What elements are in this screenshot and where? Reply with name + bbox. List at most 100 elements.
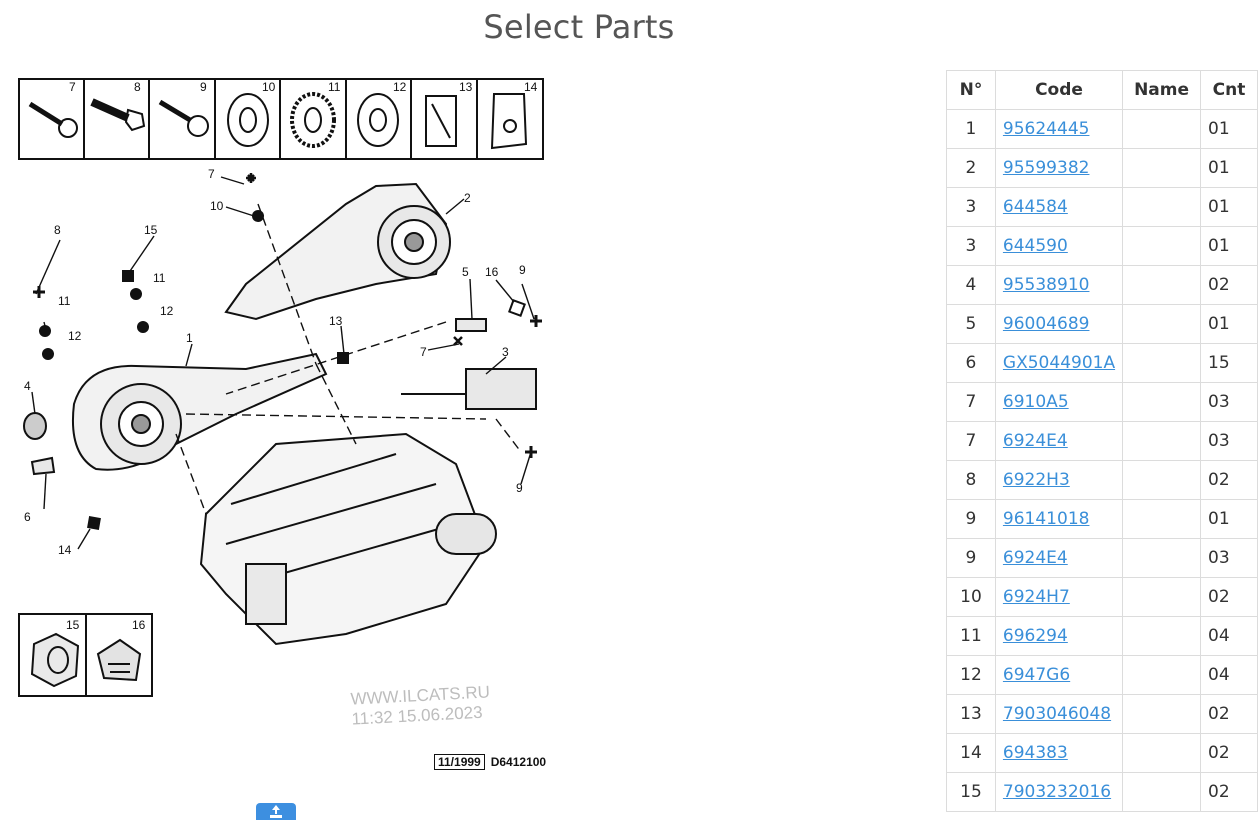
part-number: 6 xyxy=(946,343,996,383)
header-cnt: Cnt xyxy=(1200,70,1258,110)
part-code-cell[interactable]: GX5044901A xyxy=(994,343,1124,383)
part-code-link[interactable]: 7903232016 xyxy=(1002,782,1112,802)
part-number: 12 xyxy=(946,655,996,695)
part-code-cell[interactable]: 696294 xyxy=(994,616,1124,656)
part-code-cell[interactable]: 95538910 xyxy=(994,265,1124,305)
part-code-link[interactable]: 694383 xyxy=(1002,743,1068,763)
part-code-cell[interactable]: 96141018 xyxy=(994,499,1124,539)
svg-text:7: 7 xyxy=(420,345,427,359)
part-number: 1 xyxy=(946,109,996,149)
part-count: 02 xyxy=(1200,265,1258,305)
part-code-cell[interactable]: 6910A5 xyxy=(994,382,1124,422)
svg-text:13: 13 xyxy=(329,314,343,328)
part-code-cell[interactable]: 6924H7 xyxy=(994,577,1124,617)
part-name xyxy=(1122,382,1202,422)
part-name xyxy=(1122,694,1202,734)
part-name xyxy=(1122,421,1202,461)
part-code-cell[interactable]: 644584 xyxy=(994,187,1124,227)
part-code-link[interactable]: 95538910 xyxy=(1002,275,1090,295)
part-code-link[interactable]: 95624445 xyxy=(1002,119,1090,139)
table-row[interactable]: 5 96004689 01 xyxy=(946,304,1258,344)
part-code-link[interactable]: 7903046048 xyxy=(1002,704,1112,724)
part-code-cell[interactable]: 95624445 xyxy=(994,109,1124,149)
svg-text:14: 14 xyxy=(524,80,538,94)
part-code-cell[interactable]: 6924E4 xyxy=(994,538,1124,578)
part-code-link[interactable]: 6924E4 xyxy=(1002,548,1068,568)
expand-diagram-button[interactable] xyxy=(256,803,296,820)
svg-text:8: 8 xyxy=(134,80,141,94)
table-row[interactable]: 6 GX5044901A 15 xyxy=(946,343,1258,383)
part-count: 15 xyxy=(1200,343,1258,383)
parts-diagram[interactable]: 7 8 9 10 11 12 13 14 xyxy=(16,74,546,770)
svg-text:16: 16 xyxy=(132,618,146,632)
part-number: 7 xyxy=(946,421,996,461)
svg-text:12: 12 xyxy=(68,329,82,343)
svg-text:13: 13 xyxy=(459,80,473,94)
part-number: 8 xyxy=(946,460,996,500)
part-name xyxy=(1122,616,1202,656)
part-code-cell[interactable]: 6922H3 xyxy=(994,460,1124,500)
part-code-link[interactable]: 696294 xyxy=(1002,626,1068,646)
svg-text:15: 15 xyxy=(144,223,158,237)
table-row[interactable]: 14 694383 02 xyxy=(946,733,1258,773)
part-count: 02 xyxy=(1200,733,1258,773)
part-name xyxy=(1122,655,1202,695)
upper-duct xyxy=(224,182,451,321)
part-number: 5 xyxy=(946,304,996,344)
part-code-cell[interactable]: 694383 xyxy=(994,733,1124,773)
part-code-link[interactable]: 644590 xyxy=(1002,236,1068,256)
svg-text:15: 15 xyxy=(66,618,80,632)
svg-text:11: 11 xyxy=(153,271,166,285)
part-number: 13 xyxy=(946,694,996,734)
part-code-cell[interactable]: 6947G6 xyxy=(994,655,1124,695)
part-code-cell[interactable]: 95599382 xyxy=(994,148,1124,188)
part-number: 3 xyxy=(946,187,996,227)
part-count: 01 xyxy=(1200,226,1258,266)
part-code-cell[interactable]: 96004689 xyxy=(994,304,1124,344)
part-code-link[interactable]: 6910A5 xyxy=(1002,392,1069,412)
part-code-link[interactable]: 6947G6 xyxy=(1002,665,1071,685)
part-number: 15 xyxy=(946,772,996,812)
part-count: 01 xyxy=(1200,304,1258,344)
part-code-link[interactable]: 6922H3 xyxy=(1002,470,1070,490)
part-code-link[interactable]: 96004689 xyxy=(1002,314,1090,334)
part-code-cell[interactable]: 644590 xyxy=(994,226,1124,266)
svg-text:9: 9 xyxy=(519,263,526,277)
svg-text:6: 6 xyxy=(24,510,31,524)
part-name xyxy=(1122,304,1202,344)
svg-text:12: 12 xyxy=(393,80,407,94)
part-name xyxy=(1122,577,1202,617)
watermark: WWW.ILCATS.RU 11:32 15.06.2023 xyxy=(350,682,491,729)
table-row[interactable]: 3 644590 01 xyxy=(946,226,1258,266)
part-code-cell[interactable]: 7903232016 xyxy=(994,772,1124,812)
page-title: Select Parts xyxy=(483,8,675,46)
part-number: 3 xyxy=(946,226,996,266)
part-code-cell[interactable]: 6924E4 xyxy=(994,421,1124,461)
part-code-cell[interactable]: 7903046048 xyxy=(994,694,1124,734)
part-code-link[interactable]: 644584 xyxy=(1002,197,1068,217)
part-count: 01 xyxy=(1200,109,1258,149)
part-number: 14 xyxy=(946,733,996,773)
part-code-link[interactable]: 95599382 xyxy=(1002,158,1090,178)
svg-text:10: 10 xyxy=(210,199,224,213)
table-row[interactable]: 1 95624445 01 xyxy=(946,109,1258,149)
part-code-link[interactable]: GX5044901A xyxy=(1002,353,1116,373)
part-code-link[interactable]: 6924E4 xyxy=(1002,431,1068,451)
part-code-link[interactable]: 96141018 xyxy=(1002,509,1090,529)
part-code-link[interactable]: 6924H7 xyxy=(1002,587,1070,607)
part-name xyxy=(1122,733,1202,773)
